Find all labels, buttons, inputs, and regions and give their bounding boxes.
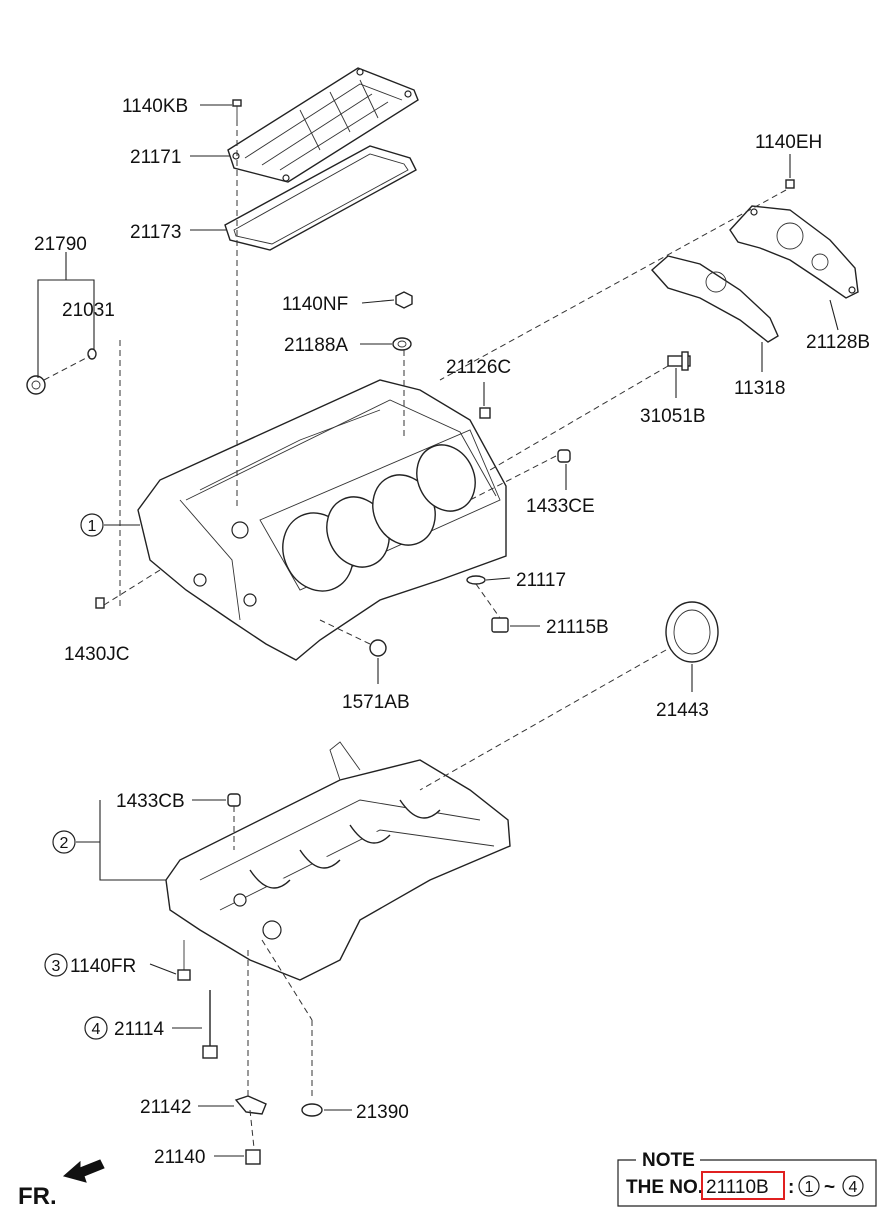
gasket-21117 <box>466 575 486 585</box>
note-prefix: THE NO. <box>626 1177 703 1198</box>
pin-1433cb <box>227 793 241 807</box>
note-separator: : <box>788 1177 794 1198</box>
label-21443: 21443 <box>656 700 709 721</box>
washer-21188a <box>392 337 412 351</box>
callout-1-number: 1 <box>88 518 97 535</box>
plug-1571ab <box>369 639 387 657</box>
label-21173: 21173 <box>130 222 181 243</box>
label-1140fr: 1140FR <box>70 956 136 977</box>
bolt-1140eh <box>785 179 795 189</box>
label-1430jc: 1430JC <box>64 644 130 665</box>
label-21140: 21140 <box>154 1147 205 1168</box>
front-arrow-icon <box>62 1159 105 1183</box>
label-1140kb: 1140KB <box>122 96 188 117</box>
label-21117: 21117 <box>516 570 566 591</box>
callout-2-number: 2 <box>60 835 69 852</box>
leader-lines <box>37 104 839 1157</box>
washer-21390 <box>301 1103 323 1117</box>
label-1571ab: 1571AB <box>342 692 410 713</box>
bracket-21142 <box>234 1095 267 1115</box>
bolt-21114 <box>202 990 218 1059</box>
callout-3: 3 <box>44 953 68 977</box>
label-1433cb: 1433CB <box>116 791 185 812</box>
dowel-31051b <box>667 351 691 371</box>
plug-21031 <box>87 348 97 360</box>
plug-21140 <box>245 1149 261 1165</box>
note-tilde: ~ <box>824 1177 835 1198</box>
front-direction: FR. <box>18 1159 105 1210</box>
gasket-11318 <box>651 255 779 343</box>
label-31051b: 31051B <box>640 406 706 427</box>
label-21390: 21390 <box>356 1102 409 1123</box>
seal-21790 <box>26 375 46 395</box>
label-21188a: 21188A <box>284 335 348 356</box>
note-title: NOTE <box>642 1150 695 1171</box>
note-range-end: 4 <box>849 1179 858 1196</box>
callout-2: 2 <box>52 830 76 854</box>
front-label: FR. <box>18 1183 57 1210</box>
cylinder-block <box>137 379 507 661</box>
bolt-1140kb <box>232 99 242 120</box>
label-21031: 21031 <box>62 300 115 321</box>
gasket-21173 <box>224 145 417 251</box>
oil-seal-21443 <box>665 601 719 663</box>
label-21171: 21171 <box>130 147 181 168</box>
label-21126c: 21126C <box>446 357 511 378</box>
label-21790: 21790 <box>34 234 87 255</box>
callout-4-number: 4 <box>92 1021 101 1038</box>
plug-21126c <box>479 407 491 419</box>
label-1140nf: 1140NF <box>282 294 348 315</box>
label-21115b: 21115B <box>546 617 609 638</box>
cover-21128b <box>729 205 859 299</box>
note-part-number: 21110B <box>706 1177 769 1198</box>
label-21128b: 21128B <box>806 332 870 353</box>
callout-3-number: 3 <box>52 958 61 975</box>
assembly-lines <box>43 120 787 1149</box>
lower-crankcase <box>165 741 511 981</box>
label-11318: 11318 <box>734 378 785 399</box>
part-21115b <box>491 617 509 633</box>
pin-1433ce <box>557 449 571 463</box>
callout-1: 1 <box>80 513 104 537</box>
pin-1430jc <box>95 597 105 609</box>
label-21114: 21114 <box>114 1019 164 1040</box>
note-range-start: 1 <box>805 1179 814 1196</box>
part-number-highlight <box>701 1171 785 1200</box>
head-cover-21171 <box>227 67 419 183</box>
plug-1140nf <box>395 291 413 309</box>
label-21142: 21142 <box>140 1097 191 1118</box>
bolt-1140fr <box>177 940 191 981</box>
callout-4: 4 <box>84 1016 108 1040</box>
note-box: NOTE THE NO. 21110B : 1 ~ 4 <box>617 1150 877 1207</box>
label-1433ce: 1433CE <box>526 496 595 517</box>
label-1140eh: 1140EH <box>755 132 822 153</box>
